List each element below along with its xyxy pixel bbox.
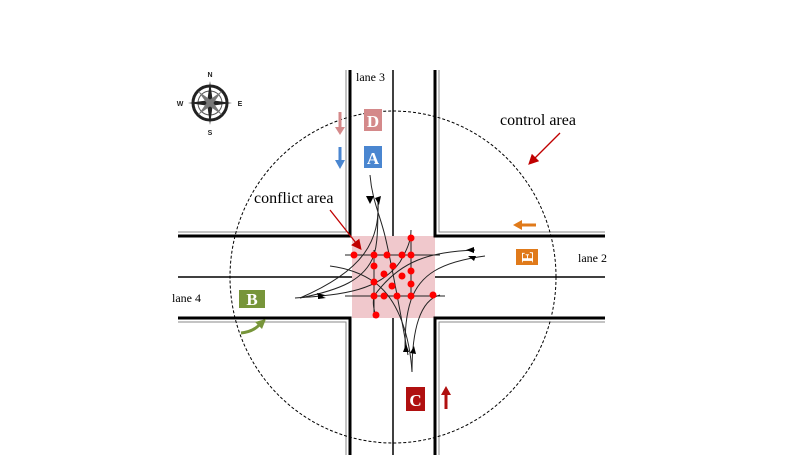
conflict-point: [407, 251, 415, 259]
arrow-left-icon: [513, 220, 536, 230]
conflict-point: [393, 292, 401, 300]
svg-text:N: N: [207, 72, 212, 79]
conflict-area-label: conflict area: [254, 190, 334, 207]
svg-text:D: D: [367, 112, 379, 131]
conflict-point: [383, 251, 391, 259]
arrow-down-icon: [335, 147, 345, 169]
conflict-point: [380, 292, 388, 300]
svg-text:W: W: [177, 101, 184, 108]
lane-4-label: lane 4: [172, 291, 201, 305]
lane-3-label: lane 3: [356, 70, 385, 84]
vehicle-a: A: [364, 146, 382, 168]
arrow-up-icon: [441, 386, 451, 409]
control-area-label: control area: [500, 112, 576, 129]
vehicle-c: C: [406, 387, 425, 411]
trajectory-arrowheads: [317, 196, 476, 354]
control-area: [229, 110, 557, 444]
compass-rose-icon: N S E W: [177, 72, 243, 137]
conflict-point: [372, 311, 380, 319]
arrow-down-icon: [335, 112, 345, 135]
conflict-point: [370, 292, 378, 300]
conflict-point: [407, 292, 415, 300]
conflict-point: [407, 234, 415, 242]
conflict-point: [370, 278, 378, 286]
svg-text:E: E: [238, 101, 243, 108]
conflict-point: [429, 291, 437, 299]
conflict-point: [388, 282, 396, 290]
arrow-curved-icon: [240, 319, 266, 335]
conflict-point: [380, 270, 388, 278]
conflict-point: [370, 251, 378, 259]
vehicle-d: D: [364, 109, 382, 131]
conflict-point: [407, 267, 415, 275]
conflict-point: [370, 262, 378, 270]
svg-text:E: E: [518, 251, 537, 262]
svg-text:A: A: [367, 149, 380, 168]
conflict-point: [398, 251, 406, 259]
conflict-point: [407, 280, 415, 288]
conflict-point: [350, 251, 358, 259]
vehicle-b: B: [239, 290, 265, 309]
svg-text:C: C: [409, 391, 421, 410]
vehicle-e: E: [516, 249, 538, 265]
conflict-points: [350, 234, 437, 319]
svg-text:B: B: [246, 290, 257, 309]
conflict-point: [389, 262, 397, 270]
conflict-point: [398, 272, 406, 280]
conflict-area-pointer: [329, 209, 362, 251]
lane-2-label: lane 2: [578, 251, 607, 265]
control-area-pointer: [528, 132, 561, 165]
svg-text:S: S: [208, 130, 213, 137]
